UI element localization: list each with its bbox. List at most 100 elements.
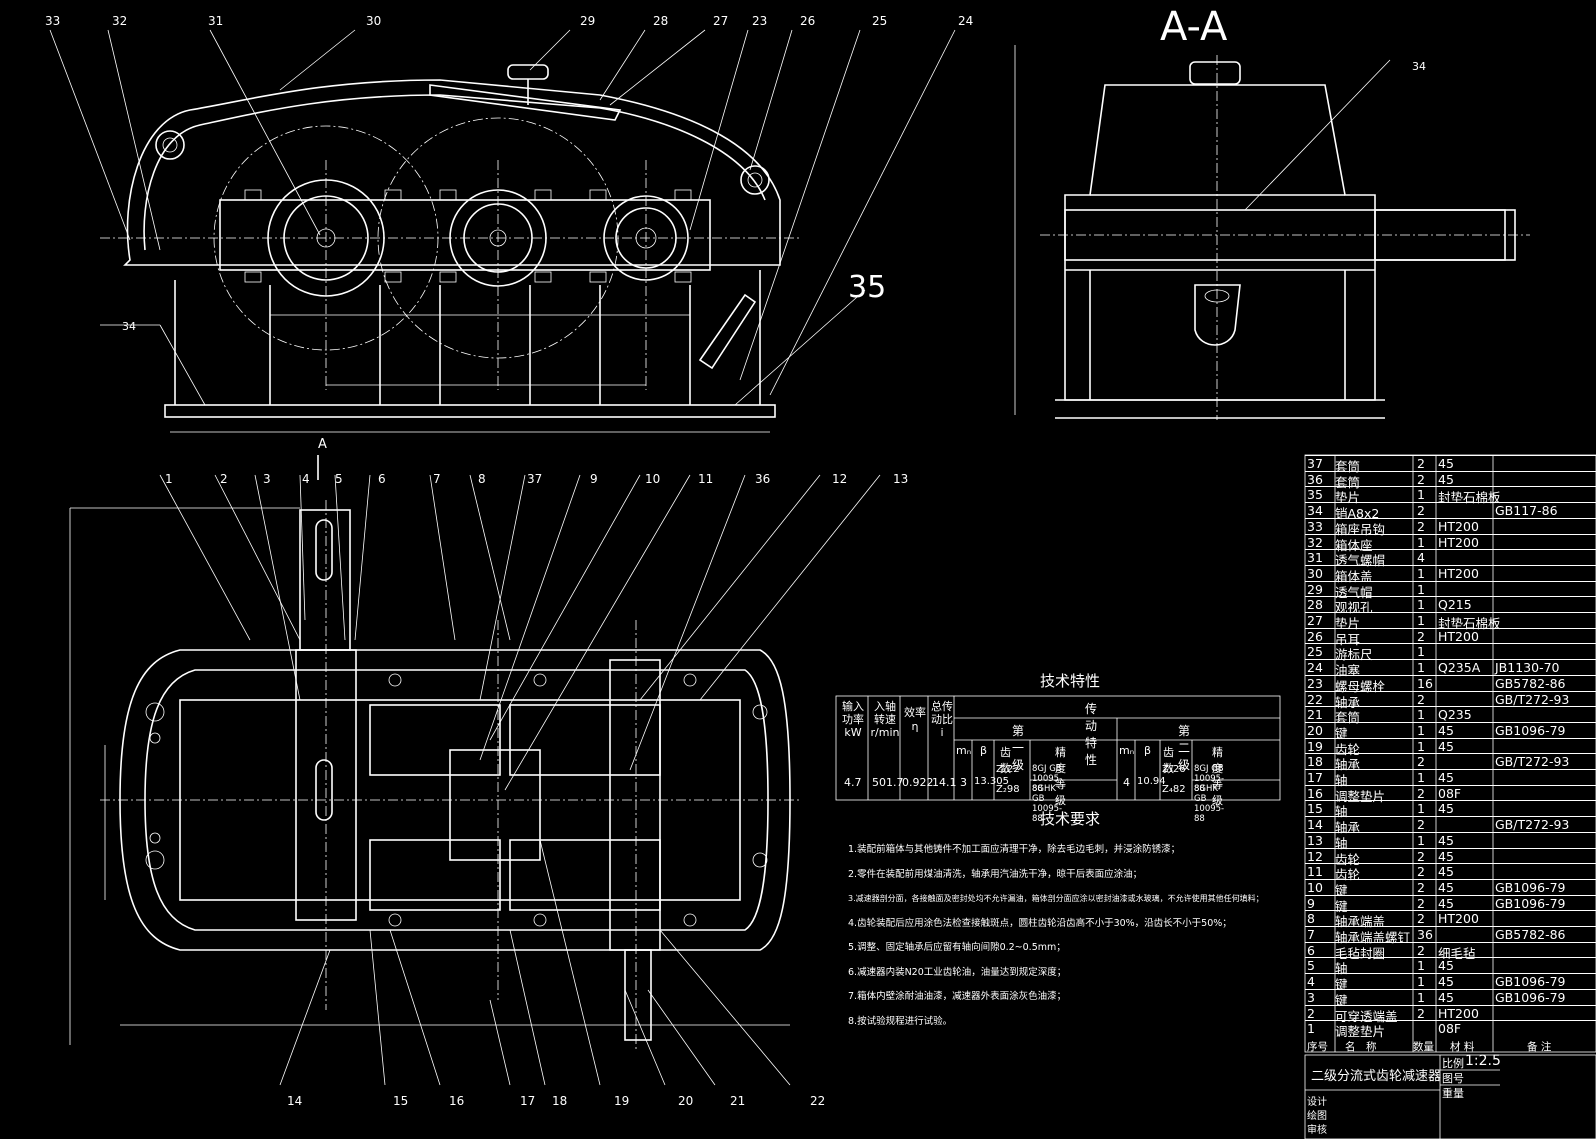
leaders-plan bbox=[159, 474, 881, 1086]
bom-cell: GB1096-79 bbox=[1495, 722, 1566, 738]
bom-cell: 垫片 bbox=[1335, 616, 1361, 631]
bom-cell: 2 bbox=[1417, 503, 1425, 519]
balloon: 17 bbox=[520, 1094, 536, 1108]
req-item: 4.齿轮装配后应用涂色法检查接触斑点，圆柱齿轮沿齿高不小于30%，沿齿长不小于5… bbox=[848, 917, 1232, 929]
bom-cell: 轴承 bbox=[1335, 694, 1361, 710]
bom-cell: 4 bbox=[1307, 974, 1315, 990]
bom-cell: 1 bbox=[1417, 770, 1425, 785]
bom-cell: 齿轮 bbox=[1335, 851, 1361, 867]
bom-cell: 1 bbox=[1417, 707, 1425, 723]
balloon: 14 bbox=[287, 1094, 303, 1108]
plan-view bbox=[69, 455, 800, 1050]
bom-cell: Q235A bbox=[1438, 660, 1481, 676]
bom-cell: 2 bbox=[1417, 518, 1425, 534]
bom-cell: 23 bbox=[1307, 675, 1323, 691]
z1-val: 22 bbox=[1006, 764, 1020, 775]
bom-cell: 1 bbox=[1417, 581, 1425, 597]
stage2-header: 第二级 bbox=[1178, 724, 1191, 772]
s2-grade1: 8GJ GB 10095-88 bbox=[1194, 764, 1225, 794]
bom-cell: 9 bbox=[1307, 895, 1315, 911]
balloon: 8 bbox=[478, 472, 486, 486]
balloon-34-front: 34 bbox=[122, 320, 136, 333]
bom-cell: 45 bbox=[1438, 895, 1454, 911]
bom-cell: GB5782-86 bbox=[1495, 927, 1566, 942]
bom-cell: GB117-86 bbox=[1495, 503, 1558, 519]
req-item: 3.减速器剖分面，各接触面及密封处均不允许漏油，箱体剖分面应涂以密封油漆或水玻璃… bbox=[848, 894, 1264, 903]
balloon: 12 bbox=[832, 472, 848, 486]
bom-cell: 键 bbox=[1335, 992, 1348, 1008]
bom-cell: 销A8x2 bbox=[1335, 506, 1380, 522]
balloon: 25 bbox=[872, 14, 888, 28]
bom-cell: JB1130-70 bbox=[1495, 660, 1560, 676]
bom-cell: 29 bbox=[1307, 581, 1323, 597]
s1-beta: 13.305 bbox=[974, 776, 1009, 787]
section-mark: A bbox=[318, 437, 327, 452]
bom-cell: 套筒 bbox=[1335, 474, 1361, 490]
bom-cell: 齿轮 bbox=[1335, 867, 1361, 883]
balloon: 24 bbox=[958, 14, 974, 28]
balloon: 15 bbox=[393, 1094, 409, 1108]
balloon: 23 bbox=[752, 14, 768, 28]
bom-cell: 31 bbox=[1307, 550, 1323, 566]
bom-cell: 21 bbox=[1307, 707, 1323, 723]
balloon: 7 bbox=[433, 472, 441, 486]
bom-cell: 齿轮 bbox=[1335, 741, 1361, 757]
bom-cell: 封垫石棉板 bbox=[1438, 616, 1501, 631]
bom-cell: 11 bbox=[1307, 864, 1323, 880]
bom-cell: GB1096-79 bbox=[1495, 989, 1566, 1005]
req-item: 5.调整、固定轴承后应留有轴向间隙0.2~0.5mm； bbox=[848, 942, 1066, 953]
balloon-35: 35 bbox=[848, 270, 887, 305]
s1-grade2: 8GHK GB 10095-88 bbox=[1032, 784, 1063, 824]
bom-cell: 1 bbox=[1417, 974, 1425, 990]
bom-cell: 1 bbox=[1417, 565, 1425, 581]
bom-cell: 键 bbox=[1335, 898, 1348, 914]
balloon: 31 bbox=[208, 14, 224, 28]
s2-z3: Z₃26 bbox=[1162, 764, 1186, 775]
bom-cell: 调整垫片 bbox=[1335, 1024, 1386, 1040]
s2-beta: 10.94 bbox=[1137, 776, 1166, 787]
bom-cell: 观视孔 bbox=[1335, 600, 1373, 616]
col-ratio-1: 总传 bbox=[931, 700, 953, 713]
bom-cell: 轴 bbox=[1335, 961, 1348, 977]
bom-col-mat: 材 料 bbox=[1450, 1041, 1475, 1053]
bom-cell: 45 bbox=[1438, 974, 1454, 990]
bom-cell: 1 bbox=[1417, 801, 1425, 817]
bom-cell: 轴承 bbox=[1335, 757, 1361, 773]
bom-cell: 1 bbox=[1307, 1021, 1315, 1037]
bom-cell: 45 bbox=[1438, 848, 1454, 864]
balloon: 10 bbox=[645, 472, 661, 486]
balloon: 36 bbox=[755, 472, 771, 486]
bom-cell: 1 bbox=[1417, 989, 1425, 1005]
bom-cell: 8 bbox=[1307, 911, 1315, 927]
bom-cell: GB1096-79 bbox=[1495, 879, 1566, 895]
requirements-list: 1.装配前箱体与其他铸件不加工面应清理干净，除去毛边毛刺，并浸涂防锈漆； 2.零… bbox=[848, 838, 1288, 1034]
bom-cell: HT200 bbox=[1438, 565, 1479, 581]
bom-cell: 35 bbox=[1307, 487, 1323, 503]
bom-cell: 45 bbox=[1438, 832, 1454, 848]
bom-cell: 30 bbox=[1307, 565, 1323, 581]
bom-cell: HT200 bbox=[1438, 628, 1479, 644]
balloon: 33 bbox=[45, 14, 61, 28]
tech-spec-title: 技术特性 bbox=[1040, 672, 1101, 690]
balloon: 20 bbox=[678, 1094, 694, 1108]
bom-cell: GB1096-79 bbox=[1495, 895, 1566, 911]
bom-cell: 1 bbox=[1417, 534, 1425, 550]
drawing-name: 二级分流式齿轮减速器 bbox=[1311, 1069, 1442, 1084]
bom-cell: 毛毡封圈 bbox=[1335, 945, 1386, 961]
bom-cell: 1 bbox=[1417, 660, 1425, 676]
bom-cell: 1 bbox=[1417, 832, 1425, 848]
balloons-plan-bottom: 14 15 16 17 18 19 20 21 22 bbox=[0, 1094, 1000, 1114]
req-item: 8.按试验规程进行试验。 bbox=[848, 1015, 953, 1027]
bom-cell: 透气帽 bbox=[1335, 584, 1373, 600]
